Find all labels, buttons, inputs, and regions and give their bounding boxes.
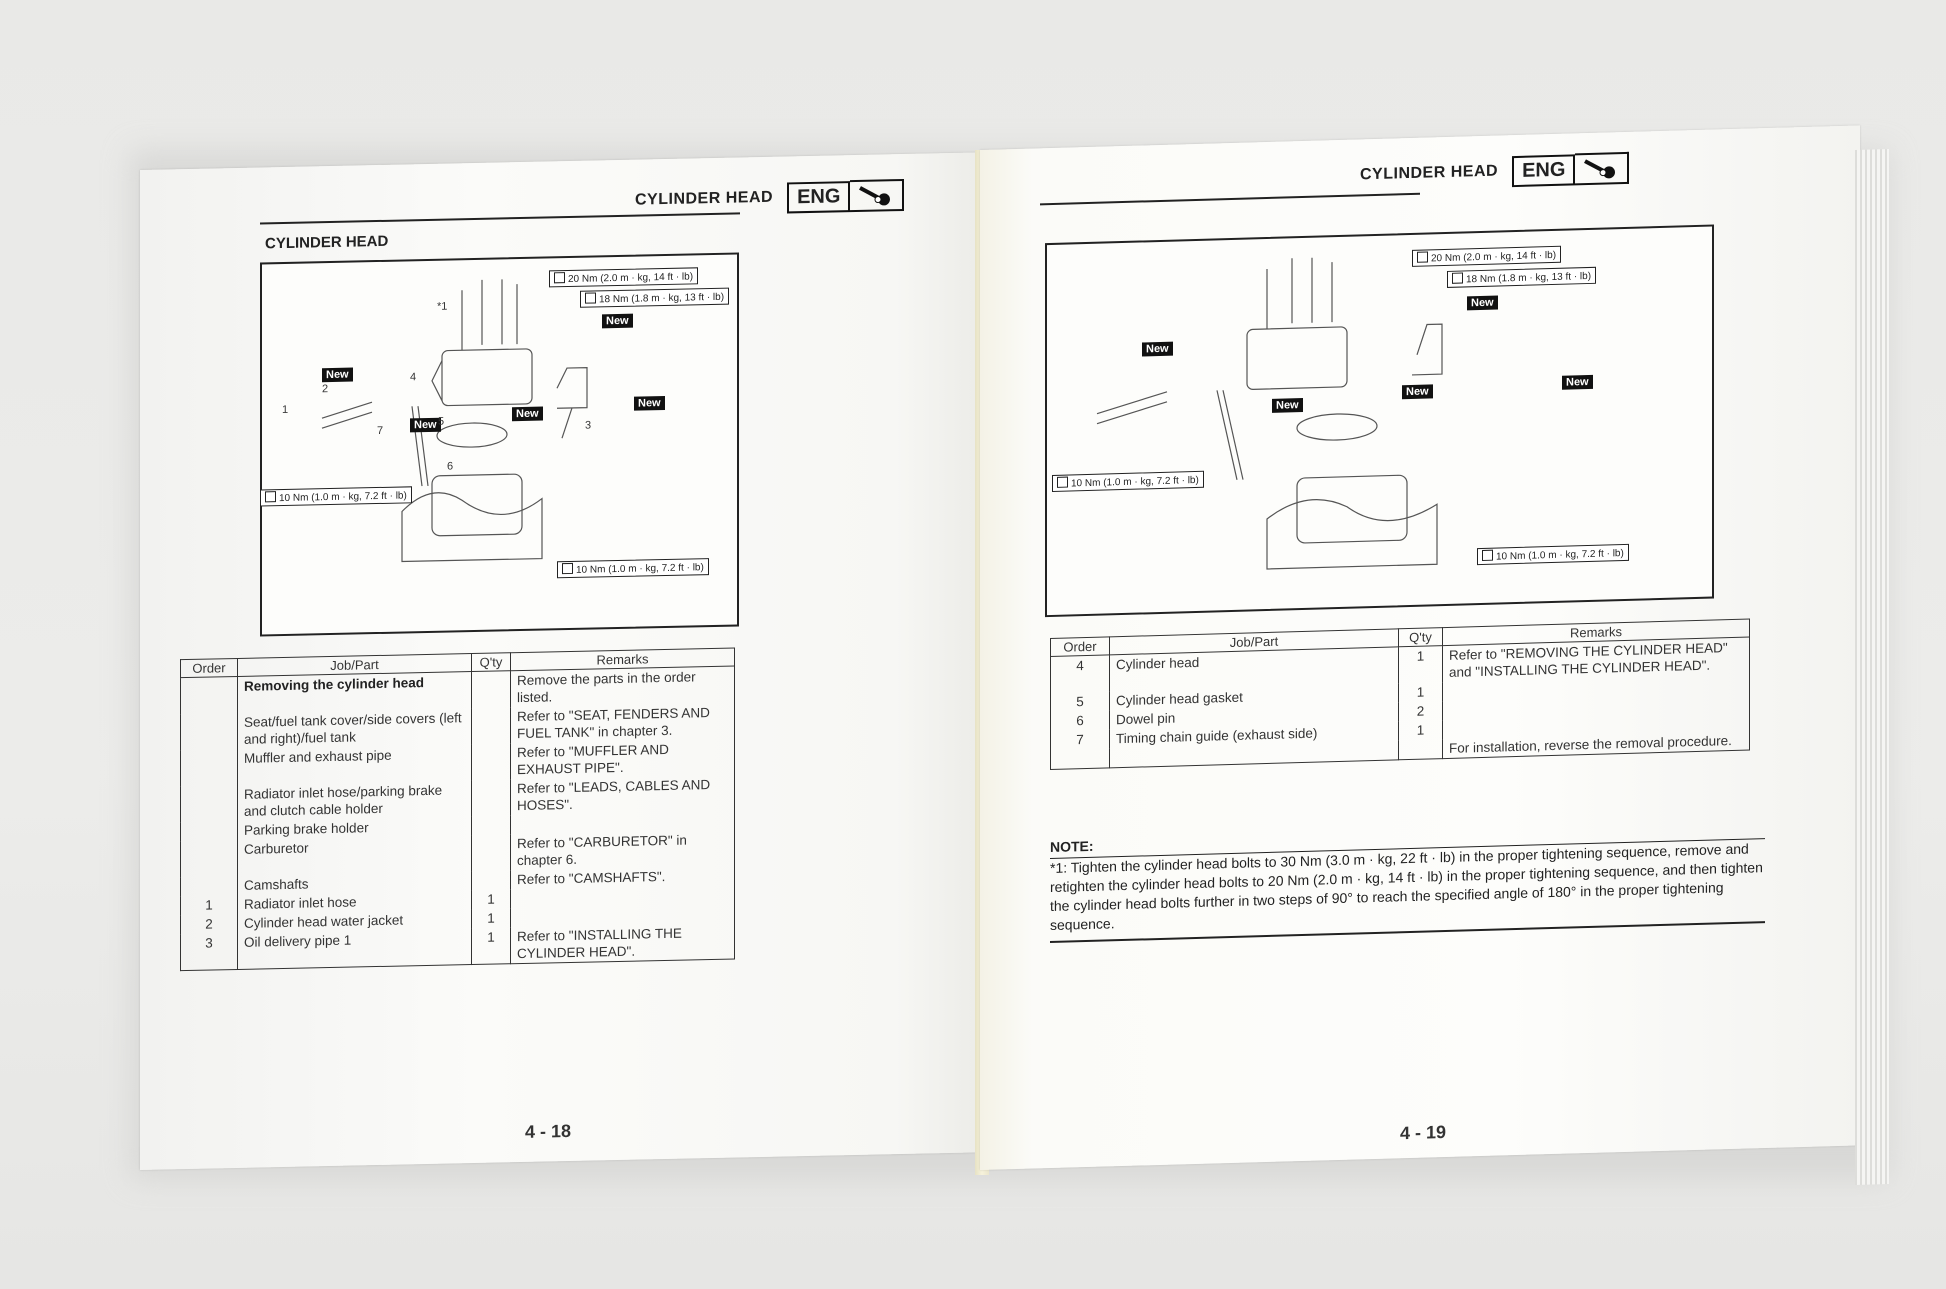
wrench-mark-icon [1057, 476, 1068, 488]
wrench-mark-icon [585, 292, 596, 304]
note-block: NOTE: *1: Tighten the cylinder head bolt… [1050, 818, 1765, 944]
engine-drawing [1096, 257, 1443, 570]
new-tag: New [1467, 295, 1498, 311]
wrench-mark-icon [1452, 272, 1463, 284]
col-order: Order [180, 658, 238, 678]
callout-1: 1 [282, 403, 289, 417]
section-title: CYLINDER HEAD [265, 232, 389, 253]
new-tag: New [1272, 397, 1303, 413]
page-number: 4 - 18 [525, 1120, 572, 1142]
callout-2: 2 [322, 383, 329, 396]
new-tag: New [512, 406, 543, 422]
header-title: CYLINDER HEAD [1360, 162, 1499, 184]
callout-3: 3 [585, 419, 592, 432]
right-page: CYLINDER HEAD ENG 20 Nm (2.0 m · kg, 14 … [980, 125, 1860, 1170]
wrench-mark-icon [265, 491, 276, 503]
jobs-table: Order Job/Part Q'ty Remarks Removing the… [180, 648, 735, 972]
eng-badge: ENG [1512, 153, 1576, 187]
header-rule [1040, 192, 1420, 206]
col-qty: Q'ty [471, 652, 511, 672]
page-header: CYLINDER HEAD ENG [1360, 151, 1630, 192]
wrench-mark-icon [1417, 251, 1428, 263]
new-tag: New [634, 396, 665, 411]
page-number: 4 - 19 [1400, 1121, 1447, 1144]
torque-label: 10 Nm (1.0 m · kg, 7.2 ft · lb) [260, 486, 412, 507]
wrench-icon [1575, 151, 1630, 186]
wrench-mark-icon [554, 272, 565, 284]
callout-5: 5 [438, 415, 445, 428]
new-tag: New [410, 417, 441, 433]
new-tag: New [1402, 384, 1433, 400]
torque-label: 20 Nm (2.0 m · kg, 14 ft · lb) [549, 267, 699, 288]
new-tag: New [1142, 341, 1173, 357]
wrench-icon [850, 178, 905, 213]
new-tag: New [1562, 374, 1593, 390]
col-order: Order [1050, 636, 1110, 657]
callout-star1: *1 [437, 300, 448, 313]
engine-drawing [321, 279, 588, 563]
callout-7: 7 [377, 424, 384, 438]
new-tag: New [602, 313, 633, 329]
wrench-mark-icon [1482, 549, 1493, 561]
page-edges [1855, 149, 1889, 1185]
wrench-mark-icon [562, 562, 573, 575]
callout-4: 4 [410, 371, 417, 384]
col-qty: Q'ty [1398, 627, 1443, 647]
page-header: CYLINDER HEAD ENG [635, 178, 905, 217]
torque-label: 10 Nm (1.0 m · kg, 7.2 ft · lb) [557, 558, 709, 579]
eng-badge: ENG [787, 180, 851, 213]
left-page: CYLINDER HEAD ENG CYLINDER HEAD 20 Nm (2 [140, 152, 980, 1170]
exploded-diagram: 20 Nm (2.0 m · kg, 14 ft · lb) 18 Nm (1.… [260, 252, 739, 637]
torque-label: 18 Nm (1.8 m · kg, 13 ft · lb) [580, 287, 730, 308]
callout-6: 6 [447, 460, 454, 473]
header-rule [260, 212, 740, 225]
header-title: CYLINDER HEAD [635, 188, 774, 209]
exploded-diagram: 20 Nm (2.0 m · kg, 14 ft · lb) 18 Nm (1.… [1045, 224, 1714, 618]
new-tag: New [322, 367, 353, 383]
